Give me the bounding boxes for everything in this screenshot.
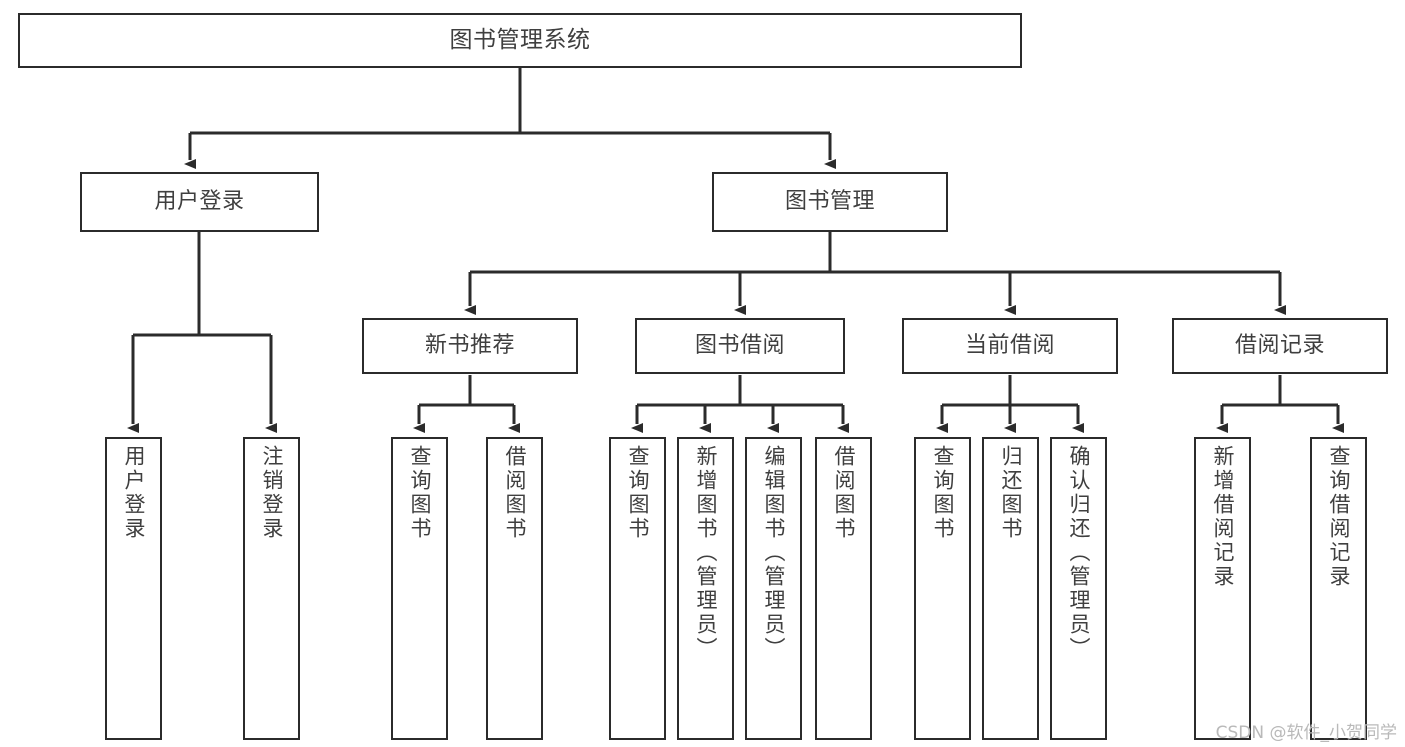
node-label: 查询借阅记录 bbox=[1327, 445, 1351, 589]
node-label: 新书推荐 bbox=[424, 333, 515, 359]
leaf-add-book[interactable]: 新增图书（管理员） bbox=[677, 437, 734, 740]
node-user-login[interactable]: 用户登录 bbox=[80, 172, 319, 232]
node-label: 用户登录 bbox=[154, 189, 245, 215]
node-label: 查询图书 bbox=[931, 445, 955, 541]
leaf-user-login[interactable]: 用户登录 bbox=[105, 437, 162, 740]
leaf-query-book-2[interactable]: 查询图书 bbox=[609, 437, 666, 740]
node-label: 新增图书（管理员） bbox=[694, 445, 718, 661]
node-current-borrow[interactable]: 当前借阅 bbox=[902, 318, 1118, 374]
node-root-system[interactable]: 图书管理系统 bbox=[18, 13, 1022, 68]
node-label: 查询图书 bbox=[626, 445, 650, 541]
node-new-book-recommend[interactable]: 新书推荐 bbox=[362, 318, 578, 374]
node-label: 确认归还（管理员） bbox=[1067, 445, 1091, 661]
node-label: 图书管理系统 bbox=[449, 26, 591, 53]
node-label: 新增借阅记录 bbox=[1211, 445, 1235, 589]
node-label: 借阅记录 bbox=[1234, 333, 1325, 359]
leaf-query-book-1[interactable]: 查询图书 bbox=[391, 437, 448, 740]
node-book-borrow[interactable]: 图书借阅 bbox=[635, 318, 845, 374]
leaf-query-record[interactable]: 查询借阅记录 bbox=[1310, 437, 1367, 740]
node-borrow-record[interactable]: 借阅记录 bbox=[1172, 318, 1388, 374]
node-label: 用户登录 bbox=[122, 445, 146, 541]
node-label: 借阅图书 bbox=[832, 445, 856, 541]
node-label: 查询图书 bbox=[408, 445, 432, 541]
node-label: 图书管理 bbox=[784, 189, 875, 215]
leaf-query-book-3[interactable]: 查询图书 bbox=[914, 437, 971, 740]
node-label: 归还图书 bbox=[999, 445, 1023, 541]
leaf-borrow-book-1[interactable]: 借阅图书 bbox=[486, 437, 543, 740]
node-label: 注销登录 bbox=[260, 445, 284, 541]
node-label: 图书借阅 bbox=[694, 333, 785, 359]
leaf-edit-book[interactable]: 编辑图书（管理员） bbox=[745, 437, 802, 740]
node-label: 编辑图书（管理员） bbox=[762, 445, 786, 661]
leaf-logout[interactable]: 注销登录 bbox=[243, 437, 300, 740]
leaf-confirm-return[interactable]: 确认归还（管理员） bbox=[1050, 437, 1107, 740]
node-label: 借阅图书 bbox=[503, 445, 527, 541]
node-book-management[interactable]: 图书管理 bbox=[712, 172, 948, 232]
leaf-return-book[interactable]: 归还图书 bbox=[982, 437, 1039, 740]
node-label: 当前借阅 bbox=[964, 333, 1055, 359]
leaf-add-record[interactable]: 新增借阅记录 bbox=[1194, 437, 1251, 740]
csdn-watermark: CSDN @软件_小贺同学 bbox=[1215, 723, 1397, 743]
leaf-borrow-book-2[interactable]: 借阅图书 bbox=[815, 437, 872, 740]
